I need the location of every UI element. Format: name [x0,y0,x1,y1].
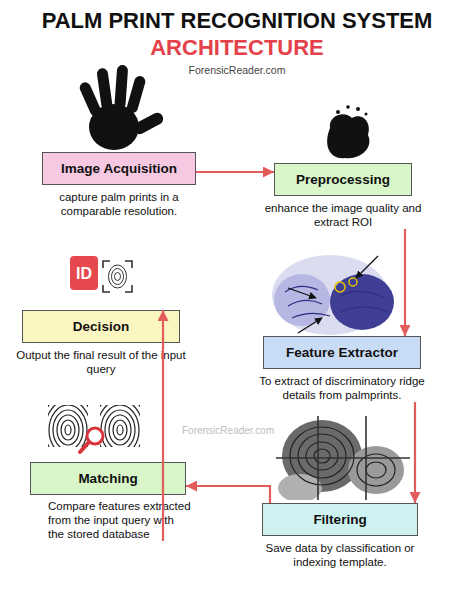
step-heading: Decision [22,310,180,343]
process-step: Preprocessingenhance the image quality a… [274,163,412,229]
finger-shape [96,68,113,111]
magnifier-handle [80,442,89,452]
smudge-shape [327,114,369,158]
icon-text: ID [70,264,98,283]
process-step: Image Acquisitioncapture palm prints in … [42,152,196,218]
index-grid [276,416,410,500]
flow-arrow [196,171,274,173]
process-step: Feature ExtractorTo extract of discrimin… [263,336,421,402]
process-step: MatchingCompare features extracted from … [30,462,186,541]
indexed-print-image [276,416,410,502]
diagram-title: PALM PRINT RECOGNITION SYSTEM [0,8,474,34]
step-heading: Preprocessing [274,163,412,196]
step-heading: Image Acquisition [42,152,196,185]
smudge-dot [365,113,368,116]
diagram-subtitle: ARCHITECTURE [0,35,474,61]
smudge-dot [356,107,360,111]
watermark: ForensicReader.com [182,425,302,437]
smudge-dot [346,105,350,109]
fingerprint-ridge [109,265,127,288]
pointer-arrow [288,288,316,298]
fingerprint-ridge [115,273,121,281]
smudge-dot [336,110,340,114]
thumb-shape [131,111,165,137]
scan-dark-region [330,274,394,330]
process-step: DecisionOutput the final result of the i… [22,310,180,376]
feature-marker [349,278,357,286]
pointer-arrow [298,318,322,333]
flow-arrow [186,486,270,503]
step-heading: Matching [30,462,186,495]
scan-frame [103,261,132,292]
fingerprint-tile [100,405,140,447]
palm-smudge [327,105,369,158]
palm-scan-image [272,255,394,335]
print-blot [278,474,322,500]
id-icon [70,256,132,292]
step-heading: Feature Extractor [263,336,421,369]
print-ridges [290,427,395,486]
id-badge [70,256,98,290]
feature-marker [335,282,345,292]
flow-arrow [414,402,416,503]
step-description: Save data by classification or indexing … [250,541,430,569]
finger-shape [114,65,128,110]
fingerprint-tile [48,405,88,447]
pointer-arrow [356,256,378,278]
fingerprint-tiles [41,395,147,465]
step-description: enhance the image quality and extract RO… [262,201,424,229]
step-description: Compare features extracted from the inpu… [48,499,192,541]
fingerprint-ridge [112,269,124,285]
step-description: Output the final result of the input que… [10,348,192,376]
step-description: capture palm prints in a comparable reso… [30,190,208,218]
print-blot [348,446,404,494]
process-step: FilteringSave data by classification or … [262,503,418,569]
source-credit: ForensicReader.com [0,64,474,77]
finger-shape [126,75,147,115]
step-heading: Filtering [262,503,418,536]
flow-arrow [404,229,406,336]
step-description: To extract of discriminatory ridge detai… [251,374,433,402]
hand-print [78,65,165,150]
